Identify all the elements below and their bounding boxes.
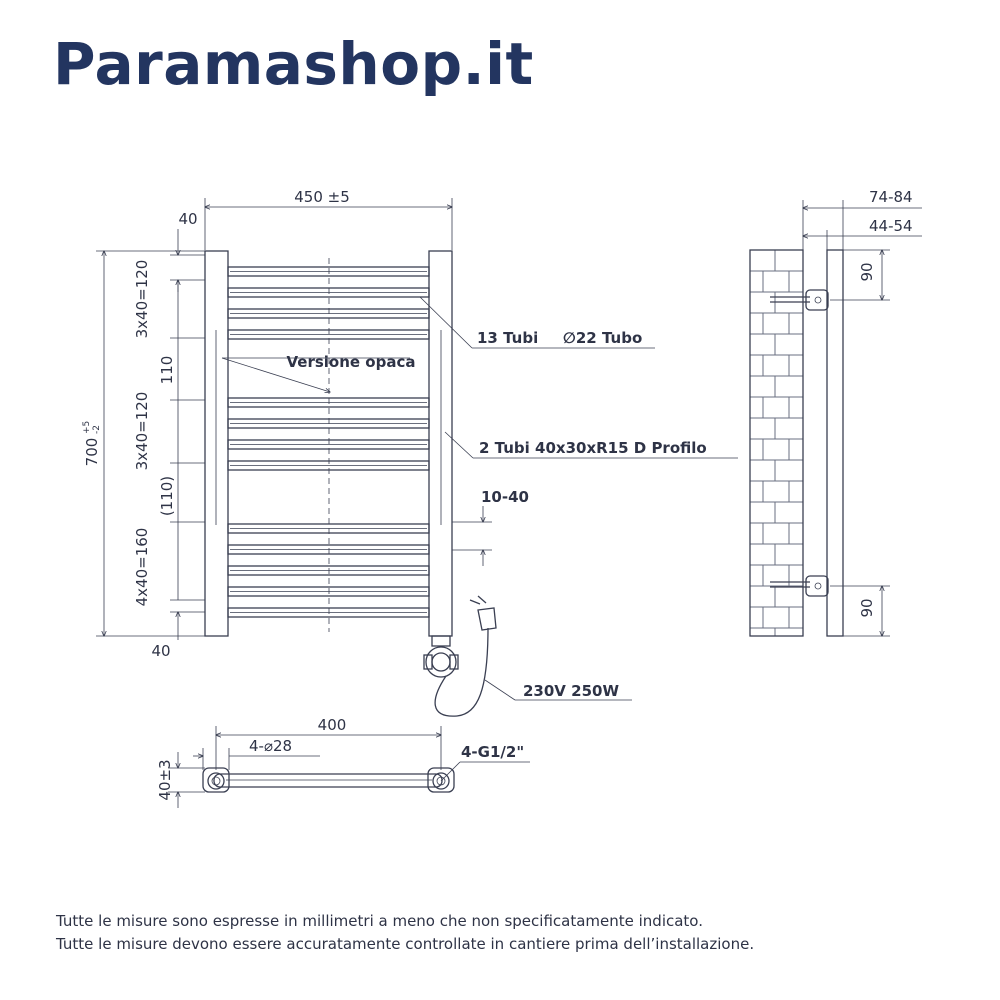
bottom-tube [213, 773, 443, 788]
depth-inner-dimension: 44-54 [869, 217, 913, 235]
height-tolerance-plus: +5 [82, 421, 92, 434]
horizontal-tube [227, 329, 430, 340]
bracket-top-dimension: 90 [858, 262, 876, 281]
brand-logo: Paramashop.it [53, 30, 534, 98]
profile-callout: 2 Tubi 40x30xR15 D Profilo [479, 439, 707, 457]
bottom-offset-dimension: 40 [151, 642, 170, 660]
thread-callout: 4-G1/2" [461, 743, 524, 761]
bottom-width-dimension: 400 [318, 716, 347, 734]
front-view: 450 ±5 40 3x40=120 110 3x40=120 (110) 4x… [82, 188, 738, 717]
horizontal-tube [227, 287, 430, 298]
depth-outer-dimension: 74-84 [869, 188, 913, 206]
note-line: Tutte le misure sono espresse in millime… [56, 912, 703, 930]
group2-dimension: 3x40=120 [133, 392, 151, 471]
tube-diameter-callout: ∅22 Tubo [563, 329, 642, 347]
bottom-depth-dimension: 40±3 [156, 759, 174, 800]
horizontal-tube [227, 439, 430, 450]
top-offset-dimension: 40 [178, 210, 197, 228]
radiator-side-profile [826, 249, 844, 637]
gap1-dimension: 110 [158, 356, 176, 385]
horizontal-tube [227, 565, 430, 576]
holes-dimension: 4-⌀28 [249, 737, 292, 755]
valve-offset-dimension: 10-40 [481, 488, 529, 506]
bracket-bottom-dimension: 90 [858, 598, 876, 617]
height-dimension: 700 [83, 438, 101, 467]
bottom-view: 400 4-⌀28 4-G1/2" 40±3 [156, 716, 530, 808]
notes: Tutte le misure sono espresse in millime… [56, 910, 754, 956]
horizontal-tube [227, 586, 430, 597]
group3-dimension: 4x40=160 [133, 528, 151, 607]
finish-callout: Versione opaca [287, 353, 416, 371]
tube-group [227, 266, 430, 618]
horizontal-tube [227, 607, 430, 618]
group1-dimension: 3x40=120 [133, 260, 151, 339]
horizontal-tube [227, 308, 430, 319]
horizontal-tube [227, 266, 430, 277]
width-dimension: 450 ±5 [294, 188, 350, 206]
tubes-callout: 13 Tubi [477, 329, 538, 347]
wall-outline [749, 249, 804, 637]
gap2-dimension: (110) [158, 476, 176, 516]
wall-bricks [750, 250, 803, 636]
thermostat-knob-icon [425, 646, 457, 678]
left-fitting-icon [207, 772, 225, 790]
plug-icon [477, 607, 497, 631]
left-profile [204, 250, 229, 637]
note-line: Tutte le misure devono essere accuratame… [56, 935, 755, 953]
power-cable [434, 627, 489, 717]
side-view: 74-84 44-54 90 90 [749, 188, 922, 637]
power-callout: 230V 250W [523, 682, 619, 700]
horizontal-tube [227, 460, 430, 471]
height-tolerance-minus: -2 [92, 425, 102, 434]
horizontal-tube [227, 523, 430, 534]
right-fitting-icon [432, 772, 450, 790]
horizontal-tube [227, 397, 430, 408]
horizontal-tube [227, 418, 430, 429]
horizontal-tube [227, 544, 430, 555]
